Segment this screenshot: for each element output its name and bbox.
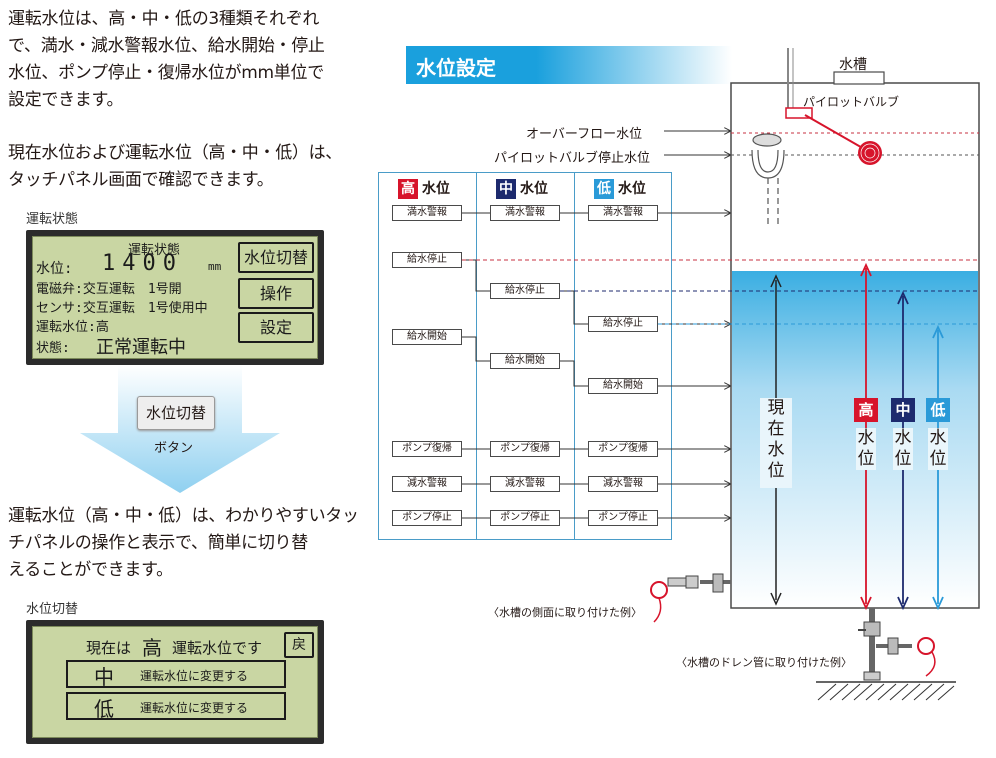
mid-tag: 中 (496, 179, 516, 199)
low-level-tag: 低 (926, 398, 950, 422)
col-head-mid: 中水位 (496, 178, 548, 199)
lcd2-opt1-level: 中 (94, 665, 114, 689)
current-level-label: 現 在 水 位 (767, 398, 785, 481)
lcd-settings-button[interactable]: 設定 (238, 312, 314, 343)
switch-level-button[interactable]: 水位切替 (137, 396, 215, 430)
lcd-state-label: 状態: (36, 341, 70, 356)
status-line: タッチパネル画面で確認できます。 (8, 170, 274, 190)
current-level-label-bg (760, 398, 792, 488)
mid-pump-resume: ポンプ復帰 (490, 441, 560, 457)
lcd-level-value: 1400 (102, 251, 183, 276)
low-pump-stop: ポンプ停止 (588, 510, 658, 526)
mid-full-alarm: 満水警報 (490, 205, 560, 221)
diagram-title: 水位設定 (416, 56, 496, 80)
high-supply-stop: 給水停止 (392, 252, 462, 268)
lcd2-current-level: 高 (142, 636, 162, 660)
low-pump-resume: ポンプ復帰 (588, 441, 658, 457)
lcd-state-value: 正常運転中 (96, 337, 186, 358)
switch-line: えることができます。 (8, 560, 173, 580)
lcd2-opt2-text: 運転水位に変更する (140, 701, 249, 715)
intro-line: で、満水・減水警報水位、給水開始・停止 (8, 36, 325, 56)
low-supply-stop: 給水停止 (588, 316, 658, 332)
level-flow-table (378, 172, 672, 540)
high-supply-start: 給水開始 (392, 329, 462, 345)
intro-line: 水位、ポンプ停止・復帰水位がmm単位で (8, 63, 324, 83)
lcd-level-label: 水位: (36, 261, 73, 277)
lcd-valve-line: 電磁弁:交互運転 1号開 (36, 282, 182, 297)
tank-label: 水槽 (839, 57, 867, 73)
tank-hatch (833, 71, 885, 85)
high-level-label: 水 位 (856, 428, 876, 470)
high-full-alarm: 満水警報 (392, 205, 462, 221)
flow-connectors (462, 212, 588, 519)
lcd2-current-prefix: 現在は (86, 639, 132, 657)
high-pump-stop: ポンプ停止 (392, 510, 462, 526)
overflow-level-label: オーバーフロー水位 (526, 127, 643, 142)
pilot-valve-label: パイロットバルブ (803, 95, 900, 109)
lcd-level-unit: mm (208, 260, 222, 273)
lcd2-opt1-text: 運転水位に変更する (140, 669, 249, 683)
drain-sensor-icon (858, 608, 936, 681)
diagram-title-bar: 水位設定 (406, 46, 732, 84)
high-level-tag: 高 (854, 398, 878, 422)
button-caption: ボタン (154, 441, 194, 456)
pilot-valve-icon (785, 48, 882, 165)
intro-paragraph: 運転水位は、高・中・低の3種類それぞれ で、満水・減水警報水位、給水開始・停止 … (8, 6, 363, 114)
switch-line: 運転水位（高・中・低）は、わかりやすいタッ (8, 506, 359, 526)
low-low-alarm: 減水警報 (588, 476, 658, 492)
col-head-low: 低水位 (594, 178, 646, 199)
lcd2-current-suffix: 運転水位です (172, 639, 263, 657)
lcd-operate-button[interactable]: 操作 (238, 278, 314, 309)
col-head-high: 高水位 (398, 178, 450, 199)
status-paragraph: 現在水位および運転水位（高・中・低）は、 タッチパネル画面で確認できます。 (8, 140, 363, 194)
pilot-stop-level-label: パイロットバルブ停止水位 (494, 151, 651, 166)
side-sensor-icon (650, 573, 731, 623)
status-lcd-panel: 運転状態 水位: 1400 mm 電磁弁:交互運転 1号開 センサ:交互運転 1… (26, 230, 324, 365)
lcd-switch-button[interactable]: 水位切替 (238, 242, 314, 273)
low-tag: 低 (594, 179, 614, 199)
lcd2-opt2-level: 低 (94, 697, 114, 721)
drain-mount-caption: 〈水槽のドレン管に取り付けた例〉 (676, 656, 852, 669)
lcd2-option-mid[interactable]: 中 運転水位に変更する (66, 660, 286, 689)
intro-line: 設定できます。 (8, 90, 124, 110)
switch-caption: 水位切替 (26, 602, 79, 617)
high-pump-resume: ポンプ復帰 (392, 441, 462, 457)
status-caption: 運転状態 (26, 212, 79, 227)
lcd-sensor-line: センサ:交互運転 1号使用中 (36, 301, 208, 316)
low-supply-start: 給水開始 (588, 378, 658, 394)
switch-lcd-panel: 現在は 高 運転水位です 戻 中 運転水位に変更する 低 運転水位に変更する (26, 620, 324, 744)
status-line: 現在水位および運転水位（高・中・低）は、 (8, 143, 342, 163)
intro-line: 運転水位は、高・中・低の3種類それぞれ (8, 9, 320, 29)
mid-supply-start: 給水開始 (490, 353, 560, 369)
mid-level-label: 水 位 (893, 428, 913, 470)
high-tag: 高 (398, 179, 418, 199)
high-low-alarm: 減水警報 (392, 476, 462, 492)
mid-low-alarm: 減水警報 (490, 476, 560, 492)
switch-line: チパネルの操作と表示で、簡単に切り替 (8, 533, 308, 553)
mid-pump-stop: ポンプ停止 (490, 510, 560, 526)
lcd-title: 運転状態 (128, 243, 181, 258)
mid-supply-stop: 給水停止 (490, 283, 560, 299)
side-mount-caption: 〈水槽の側面に取り付けた例〉 (488, 606, 642, 619)
low-level-label: 水 位 (928, 428, 948, 470)
ground-hatch (816, 681, 956, 701)
lcd2-back-button[interactable]: 戻 (284, 632, 314, 658)
lcd2-option-low[interactable]: 低 運転水位に変更する (66, 692, 286, 721)
lcd-mode-line: 運転水位:高 (36, 320, 109, 335)
switch-paragraph: 運転水位（高・中・低）は、わかりやすいタッ チパネルの操作と表示で、簡単に切り替… (8, 503, 363, 584)
low-full-alarm: 満水警報 (588, 205, 658, 221)
mid-level-tag: 中 (891, 398, 915, 422)
overflow-pipe-icon (751, 133, 785, 225)
